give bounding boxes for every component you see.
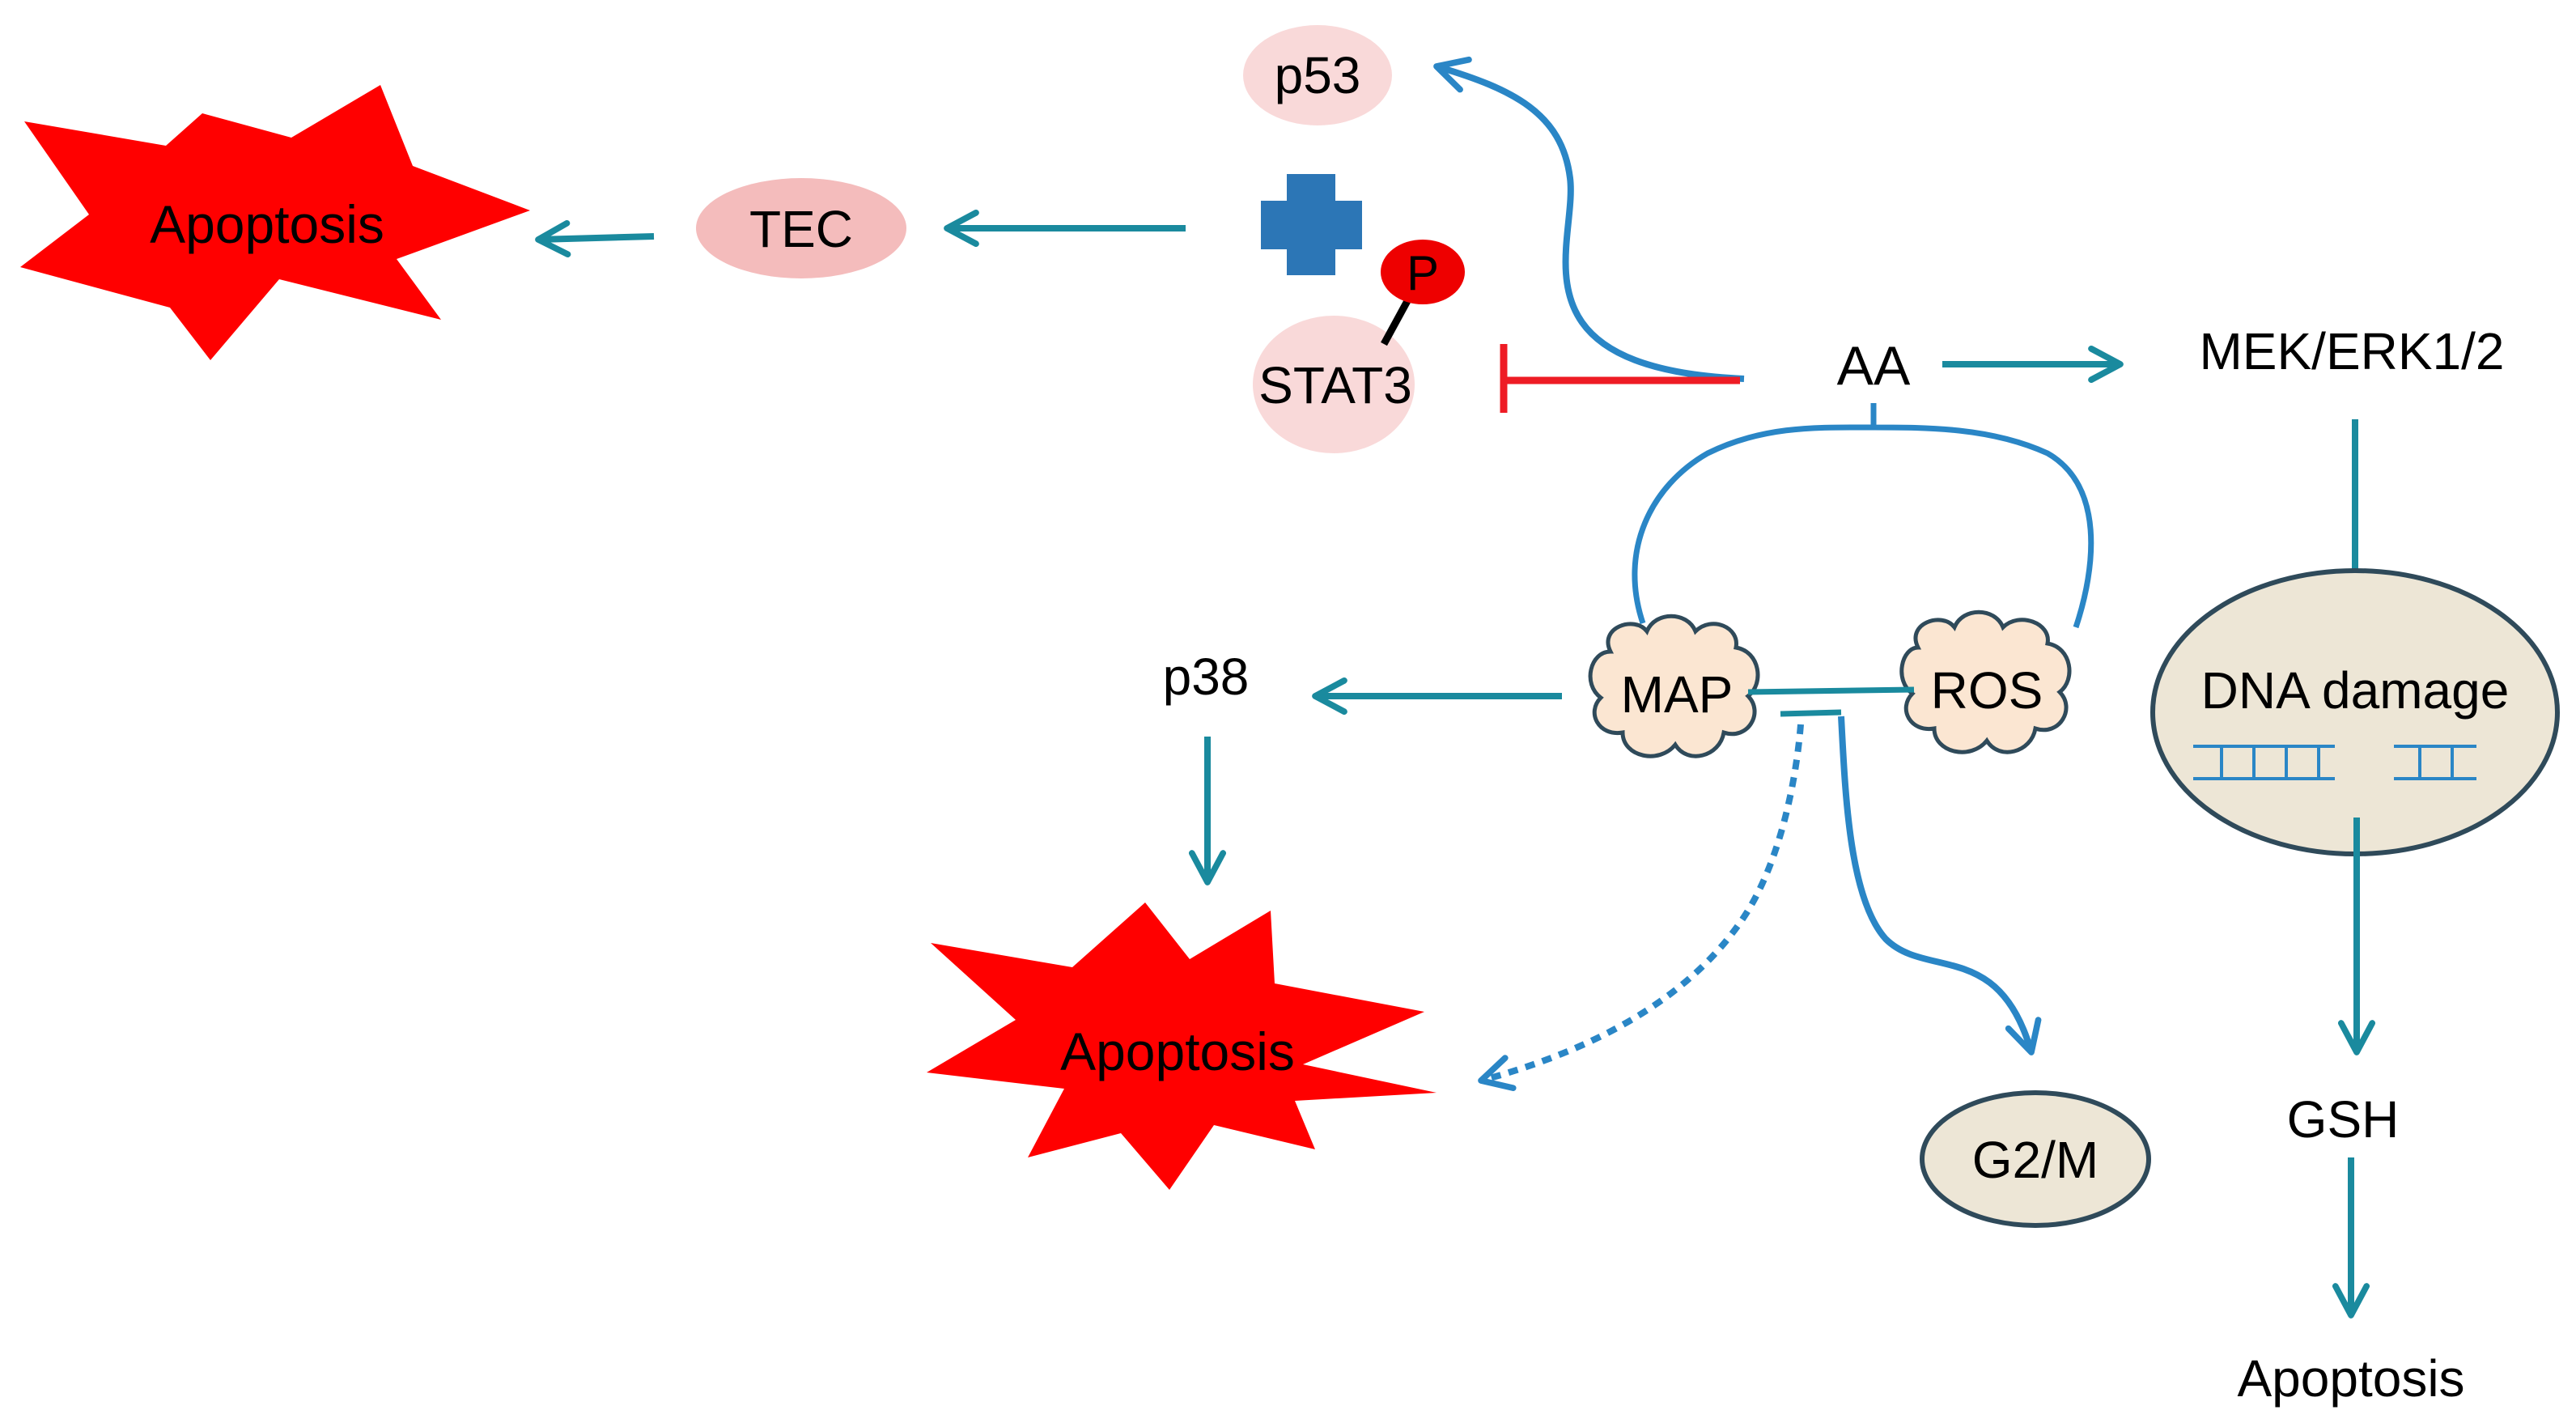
tec-node: TEC xyxy=(696,178,906,278)
gsh-label: GSH xyxy=(2287,1090,2400,1149)
p53-label: p53 xyxy=(1275,46,1361,104)
dna-strand-icon xyxy=(2193,745,2476,780)
phospho-group: P xyxy=(1381,240,1465,304)
ros-label: ROS xyxy=(1931,661,2043,720)
g2m-label: G2/M xyxy=(1972,1131,2099,1189)
apoptosis-label-center: Apoptosis xyxy=(1060,1021,1295,1081)
apoptosis-label-left: Apoptosis xyxy=(150,194,384,254)
p53-node: p53 xyxy=(1243,25,1392,125)
stat3-label: STAT3 xyxy=(1258,356,1412,414)
dna-damage-label: DNA damage xyxy=(2201,661,2510,720)
p38-label: p38 xyxy=(1163,648,1250,706)
inhibit-aa-stat3 xyxy=(1500,344,1740,413)
branch-aa-map-ros xyxy=(1632,403,2094,629)
phospho-label: P xyxy=(1407,246,1439,300)
phospho-bond xyxy=(1381,297,1411,346)
tec-label: TEC xyxy=(749,200,853,258)
tick-map-ros xyxy=(1780,709,1842,717)
apoptosis-burst-center: Apoptosis xyxy=(927,902,1437,1190)
arrow-aa-to-p53 xyxy=(1433,56,1745,382)
apoptosis-label-bottom: Apoptosis xyxy=(2237,1349,2464,1408)
ros-cloud: ROS xyxy=(1899,609,2072,754)
map-cloud: MAP xyxy=(1588,614,1760,758)
stat3-node: STAT3 xyxy=(1253,316,1415,453)
arrow-tec-to-apoptosis xyxy=(535,219,655,258)
dotted-arrow-to-apoptosis xyxy=(1478,724,1804,1092)
apoptosis-burst-left: Apoptosis xyxy=(20,85,530,360)
map-label: MAP xyxy=(1621,665,1734,724)
arrow-to-g2m xyxy=(1838,716,2042,1055)
aa-label: AA xyxy=(1837,335,1911,397)
mek-erk-label: MEK/ERK1/2 xyxy=(2199,322,2504,380)
link-map-ros xyxy=(1747,686,1915,695)
dna-damage-node: DNA damage xyxy=(2150,568,2560,856)
plus-icon xyxy=(1261,174,1362,275)
g2m-node: G2/M xyxy=(1920,1090,2151,1228)
